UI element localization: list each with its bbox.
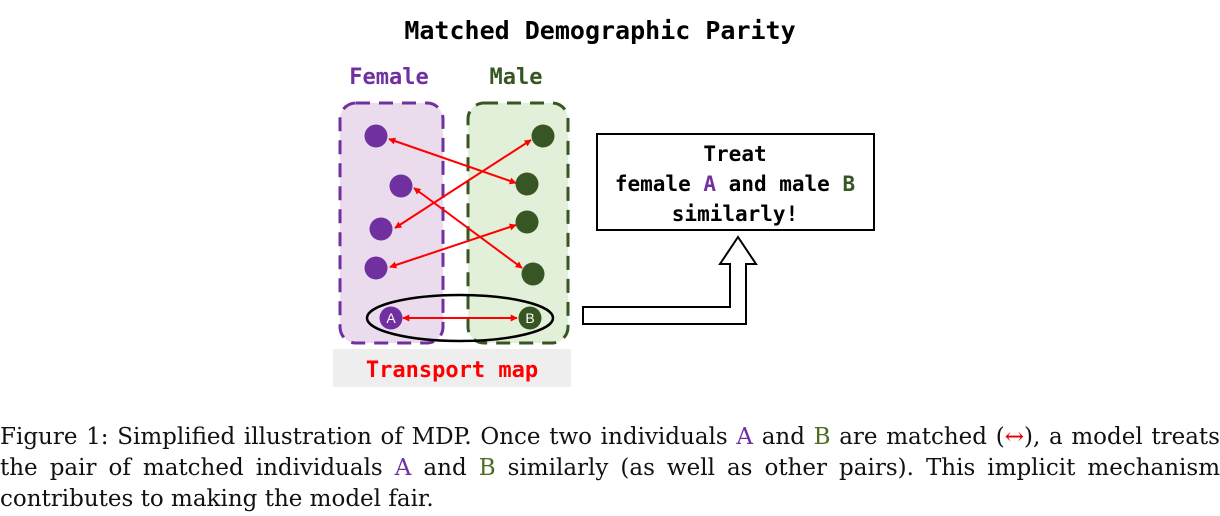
female-point — [364, 124, 388, 148]
male-point — [531, 124, 555, 148]
caption-a: A — [394, 455, 412, 481]
male-points — [515, 124, 555, 286]
male-point — [515, 172, 539, 196]
caption-b: B — [813, 424, 831, 450]
callout-line-1: Treat — [703, 142, 766, 166]
figure-title: Matched Demographic Parity — [404, 16, 795, 45]
caption-text: and — [411, 455, 479, 481]
matched-pair-ellipse — [365, 293, 555, 343]
transport-arrows — [388, 137, 532, 322]
male-point — [521, 262, 545, 286]
male-point — [515, 210, 539, 234]
match-arrow-4 — [389, 223, 517, 269]
female-points — [364, 124, 413, 280]
caption-text: similarly (as well as other pairs). This… — [0, 455, 1220, 512]
callout-line-2: female A and male B — [615, 172, 855, 196]
female-label: Female — [349, 65, 428, 90]
male-label: Male — [490, 65, 543, 90]
caption-text: Figure 1: Simplified illustration of MDP… — [0, 424, 737, 450]
point-b-label: B — [525, 310, 534, 326]
caption-text: ), a model treats the pair of matched in… — [0, 424, 1220, 481]
female-point — [389, 174, 413, 198]
caption-arrow-symbol: ↔ — [1004, 424, 1024, 450]
point-a — [379, 306, 403, 330]
caption-b: B — [478, 455, 496, 481]
female-point — [369, 217, 393, 241]
female-point — [364, 256, 388, 280]
caption-text: and — [753, 424, 814, 450]
caption-text: are matched ( — [830, 424, 1005, 450]
caption-a: A — [736, 424, 753, 450]
figure-caption: Figure 1: Simplified illustration of MDP… — [0, 422, 1220, 515]
transport-map-label-bg — [333, 349, 571, 387]
point-b — [518, 306, 542, 330]
mdp-figure: Matched Demographic Parity Female Male A… — [333, 16, 875, 387]
block-arrow — [582, 235, 758, 325]
transport-map-label: Transport map — [366, 358, 538, 383]
point-a-label: A — [386, 310, 396, 326]
callout-box — [596, 133, 875, 231]
callout-line-3: similarly! — [672, 202, 798, 226]
